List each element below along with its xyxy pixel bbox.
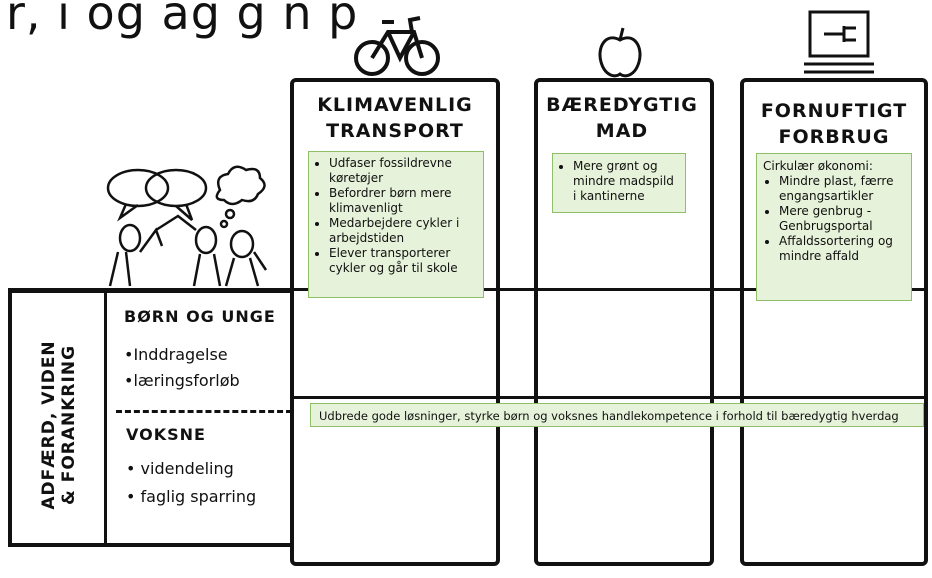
group-item: •Inddragelse <box>124 345 228 364</box>
list-item: Elever transporterer cykler og går til s… <box>329 246 479 276</box>
consumption-note: Cirkulær økonomi: Mindre plast, færre en… <box>756 153 912 301</box>
list-item: Medarbejdere cykler i arbejdstiden <box>329 216 479 246</box>
dashed-divider <box>116 410 292 413</box>
vertical-label-line: & FORANKRING <box>59 344 79 506</box>
food-note: Mere grønt og mindre madspild i kantiner… <box>552 153 686 213</box>
speech-bubble-icon <box>144 168 208 208</box>
person-icon <box>194 225 218 255</box>
behaviour-panel: ADFÆRD, VIDEN & FORANKRING BØRN OG UNGE … <box>8 289 294 547</box>
thought-bubble-icon <box>215 165 266 206</box>
column-fornuftigt-forbrug <box>740 78 928 566</box>
note-heading: Cirkulær økonomi: <box>763 159 873 173</box>
column-title-line: FORBRUG <box>778 126 890 148</box>
wide-note: Udbrede gode løsninger, styrke børn og v… <box>310 403 924 427</box>
column-title-forbrug: FORNUFTIGT FORBRUG <box>746 98 922 150</box>
speech-bubble-icon <box>106 168 170 208</box>
list-item: Udfaser fossildrevne køretøjer <box>329 156 479 186</box>
list-item: Befordrer børn mere klimavenligt <box>329 186 479 216</box>
column-title-line: FORNUFTIGT <box>760 100 908 122</box>
vertical-label: ADFÆRD, VIDEN & FORANKRING <box>39 300 79 550</box>
list-item: Mere grønt og mindre madspild i kantiner… <box>573 159 681 204</box>
column-title-mad: BÆREDYGTIG MAD <box>540 92 704 144</box>
row-line <box>290 396 924 399</box>
group-item: • faglig sparring <box>126 487 257 506</box>
list-item: Mindre plast, færre engangsartikler <box>779 174 905 204</box>
people-speech-illustration <box>106 165 268 287</box>
column-title-line: KLIMAVENLIG <box>317 94 473 116</box>
column-title-transport: KLIMAVENLIG TRANSPORT <box>296 92 494 144</box>
vertical-label-line: ADFÆRD, VIDEN <box>39 340 59 510</box>
group-title-adults: VOKSNE <box>126 425 206 444</box>
list-item: Affaldssortering og mindre affald <box>779 234 905 264</box>
person-icon <box>118 223 142 253</box>
panel-divider <box>104 293 107 543</box>
group-item: • videndeling <box>126 459 234 478</box>
page-title-fragment: r, i og ag g n p <box>6 0 359 40</box>
group-title-children: BØRN OG UNGE <box>124 307 276 326</box>
person-icon <box>229 229 255 259</box>
column-title-line: MAD <box>595 120 649 142</box>
column-title-line: BÆREDYGTIG <box>546 94 698 116</box>
apple-icon <box>598 27 642 78</box>
transport-note: Udfaser fossildrevne køretøjer Befordrer… <box>308 151 484 298</box>
plug-icon <box>804 10 874 74</box>
list-item: Mere genbrug - Genbrugsportal <box>779 204 905 234</box>
column-title-line: TRANSPORT <box>326 120 464 142</box>
column-baeredygtig-mad <box>534 78 714 566</box>
group-item: •læringsforløb <box>124 371 240 390</box>
bicycle-icon <box>354 16 440 76</box>
